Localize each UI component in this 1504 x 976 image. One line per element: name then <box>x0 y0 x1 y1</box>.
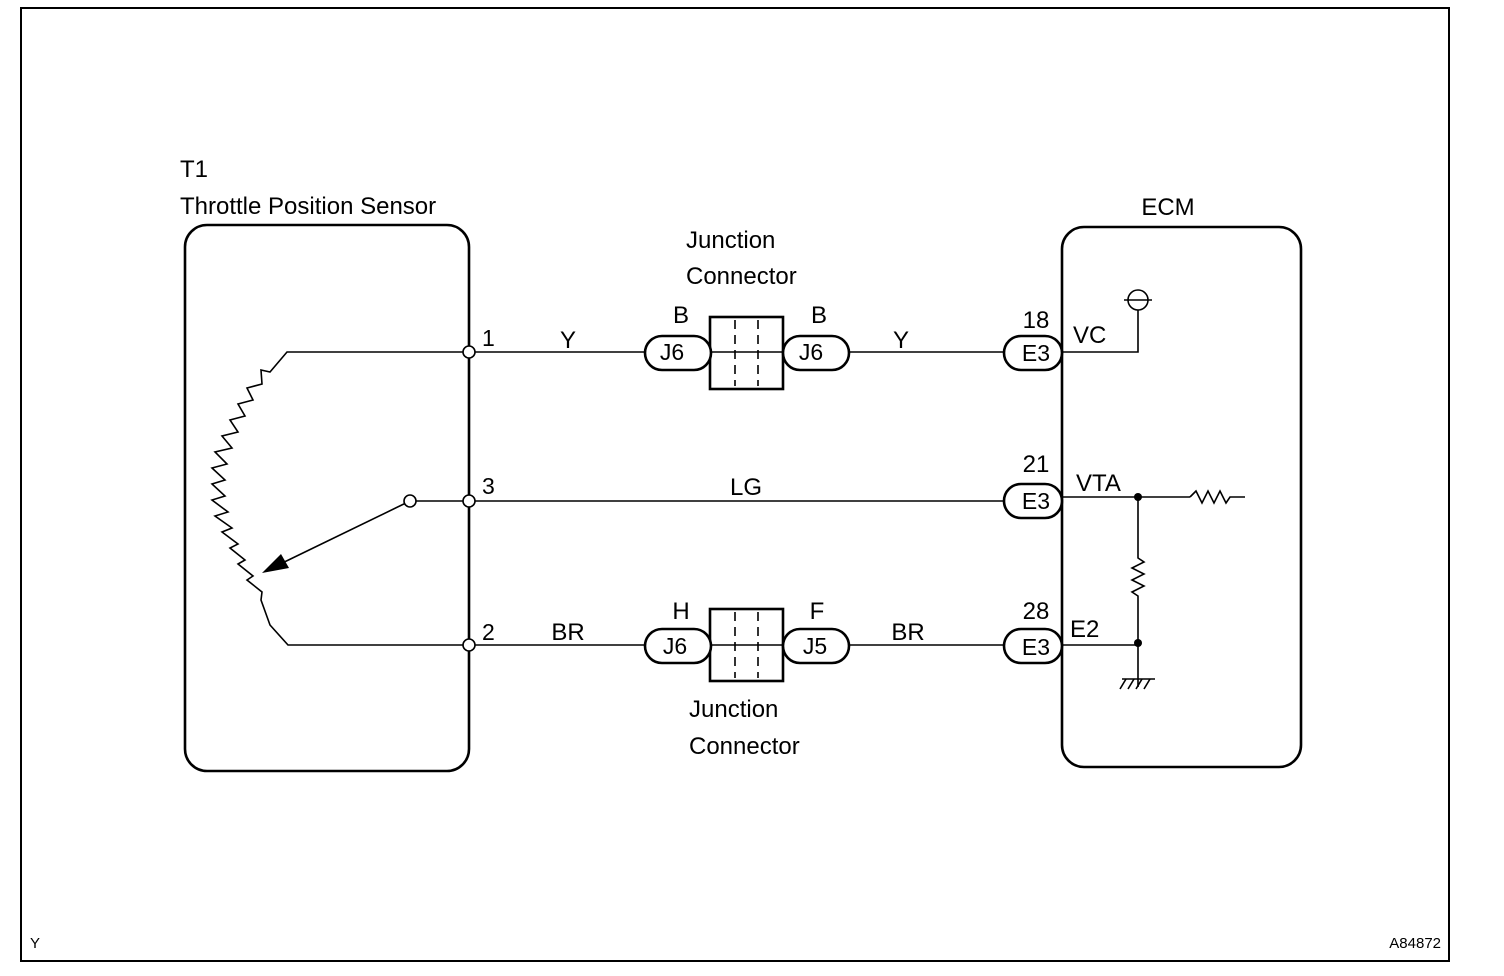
sensor-resistor <box>210 351 469 646</box>
junction-top-block <box>708 315 785 391</box>
connector-pill <box>1002 627 1064 665</box>
connector-label: J5 <box>803 633 827 659</box>
figure-id: A84872 <box>1389 935 1441 952</box>
junction-dot <box>1134 639 1142 647</box>
junction-top-left-pin: B <box>673 302 689 329</box>
ecm-pin-number: 18 <box>1023 307 1050 334</box>
junction-bottom-right-pin: F <box>810 598 825 625</box>
connector-label: E3 <box>1022 340 1050 366</box>
wiper-pivot <box>403 494 417 508</box>
footer-left-code: Y <box>30 935 40 952</box>
wire-color-label: BR <box>551 619 584 646</box>
vc-supply <box>1062 310 1139 353</box>
ecm-title: ECM <box>1141 194 1194 221</box>
ecm-pin-number: 28 <box>1023 598 1050 625</box>
connector-pill <box>781 334 851 372</box>
sensor-pin-label: 2 <box>482 619 495 645</box>
junction-bottom-left-pin: H <box>672 598 689 625</box>
connector-label: E3 <box>1022 488 1050 514</box>
sensor-id: T1 <box>180 156 208 183</box>
sensor-terminal-1 <box>462 345 476 359</box>
sensor-pin-label: 3 <box>482 473 495 499</box>
wire-color-label: Y <box>893 327 909 354</box>
wire-color-label: BR <box>891 619 924 646</box>
connector-label: E3 <box>1022 634 1050 660</box>
connector-pill <box>643 627 713 665</box>
junction-bottom-title: Connector <box>689 733 800 760</box>
wire-color-label: LG <box>730 474 762 501</box>
junction-bottom-title: Junction <box>689 696 778 723</box>
sensor-wiper <box>271 500 411 569</box>
ecm-signal-label: VTA <box>1076 470 1121 497</box>
sensor-box <box>183 223 471 773</box>
connector-label: J6 <box>663 633 687 659</box>
sensor-pin-label: 1 <box>482 325 495 351</box>
connector-label: J6 <box>799 339 823 365</box>
sensor-name: Throttle Position Sensor <box>180 193 436 220</box>
ecm-signal-label: E2 <box>1070 616 1099 643</box>
pulldown-resistor <box>1130 497 1146 687</box>
ecm-pin-number: 21 <box>1023 451 1050 478</box>
connector-pill <box>1002 482 1064 520</box>
junction-top-right-pin: B <box>811 302 827 329</box>
wiper-arrow-icon <box>262 554 289 573</box>
connector-label: J6 <box>660 339 684 365</box>
wire-color-label: Y <box>560 327 576 354</box>
vta-resistor <box>1189 489 1245 505</box>
ecm-signal-label: VC <box>1073 322 1106 349</box>
connector-pill <box>781 627 851 665</box>
diagram-frame <box>20 7 1450 962</box>
junction-top-title: Connector <box>686 263 797 290</box>
connector-pill <box>643 334 713 372</box>
junction-top-title: Junction <box>686 227 775 254</box>
sensor-terminal-3 <box>462 494 476 508</box>
connector-pill <box>1002 334 1064 372</box>
sensor-terminal-2 <box>462 638 476 652</box>
